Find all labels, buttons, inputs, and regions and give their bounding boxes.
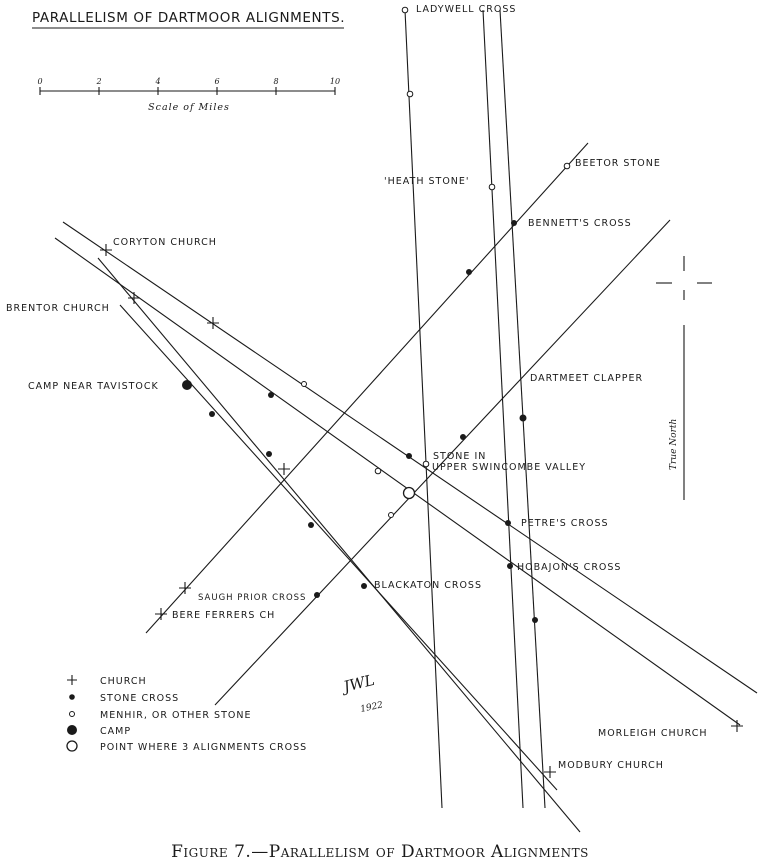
- church-icon: [100, 244, 112, 256]
- menhir-markers: [301, 6, 571, 518]
- menhir-icon: [374, 467, 382, 475]
- scale-tick-label: 8: [273, 77, 278, 86]
- alignment-line-coryton-modbury: [97, 257, 581, 833]
- stone-cross-icon: [314, 592, 320, 598]
- stone-cross-icon: [505, 520, 511, 526]
- church-icon: [207, 317, 219, 329]
- stone-cross-icon: [268, 392, 274, 398]
- scale-caption: Scale of Miles: [148, 102, 230, 113]
- camp-icon: [182, 380, 192, 390]
- stone-cross-icon: [266, 451, 272, 457]
- alignment-line-heath-stone: [482, 9, 524, 809]
- signature: JWL 1922: [339, 671, 385, 715]
- legend-stone-cross-icon: [69, 694, 75, 700]
- legend-crossing-label: POINT WHERE 3 ALIGNMENTS CROSS: [100, 742, 307, 753]
- label-coryton-church: CORYTON CHURCH: [113, 237, 217, 248]
- place-labels: LADYWELL CROSS BEETOR STONE 'HEATH STONE…: [6, 4, 708, 771]
- legend-camp-icon: [67, 725, 77, 735]
- map-title: PARALLELISM OF DARTMOOR ALIGNMENTS.: [32, 10, 345, 26]
- alignment-lines: [54, 9, 758, 833]
- label-upper-swincombe-valley: UPPER SWINCOMBE VALLEY: [432, 462, 586, 473]
- scale-bar: 0 2 4 6 8 10 Scale of Miles: [37, 77, 340, 113]
- alignment-line-bennetts: [499, 9, 546, 809]
- stone-cross-icon: [460, 434, 466, 440]
- label-modbury-church: MODBURY CHURCH: [558, 760, 664, 771]
- stone-cross-icon: [511, 220, 517, 226]
- figure-caption: Figure 7.—Parallelism of Dartmoor Alignm…: [171, 842, 589, 862]
- church-icon: [731, 720, 743, 732]
- scale-tick-label: 2: [95, 77, 101, 86]
- label-stone-in: STONE IN: [433, 451, 486, 462]
- menhir-icon: [388, 512, 394, 518]
- label-bennetts-cross: BENNETT'S CROSS: [528, 218, 632, 229]
- alignment-line-dartmeet: [214, 219, 671, 706]
- stone-cross-icon: [532, 617, 538, 623]
- label-beetor-stone: BEETOR STONE: [575, 158, 661, 169]
- menhir-icon: [301, 381, 307, 387]
- label-brentor-church: BRENTOR CHURCH: [6, 303, 110, 314]
- stone-cross-icon: [209, 411, 215, 417]
- legend-church-label: CHURCH: [100, 676, 147, 687]
- stone-cross-icon: [466, 269, 472, 275]
- menhir-icon: [401, 6, 409, 14]
- north-indicator: True North: [656, 256, 712, 500]
- menhir-icon: [563, 162, 571, 170]
- church-icon: [128, 292, 140, 304]
- label-heath-stone: 'HEATH STONE': [384, 176, 470, 187]
- stone-cross-icon: [406, 453, 412, 459]
- menhir-icon: [406, 90, 414, 98]
- label-camp-near-tavistock: CAMP NEAR TAVISTOCK: [28, 381, 159, 392]
- legend-menhir-label: MENHIR, OR OTHER STONE: [100, 710, 251, 721]
- scale-tick-label: 6: [214, 77, 219, 86]
- label-ladywell-cross: LADYWELL CROSS: [416, 4, 516, 15]
- legend-stone-cross-label: STONE CROSS: [100, 693, 179, 704]
- north-label: True North: [669, 419, 679, 470]
- church-icon: [278, 463, 290, 475]
- legend-church-icon: [67, 675, 77, 685]
- stone-cross-icon: [308, 522, 314, 528]
- scale-tick-label: 0: [37, 77, 42, 86]
- triple-crossing-icon: [402, 486, 416, 500]
- alignment-line-tavistock: [119, 304, 558, 791]
- stone-cross-markers: [209, 220, 538, 623]
- menhir-icon: [488, 183, 496, 191]
- scale-tick-label: 4: [154, 77, 160, 86]
- legend-crossing-icon: [66, 740, 78, 752]
- church-icon: [179, 582, 191, 594]
- signature-year: 1922: [360, 700, 385, 715]
- church-markers: [100, 244, 743, 778]
- label-hobajons-cross: HOBAJON'S CROSS: [517, 562, 621, 573]
- label-blackaton-cross: BLACKATON CROSS: [374, 580, 482, 591]
- stone-cross-icon: [519, 414, 527, 422]
- label-bere-ferrers-ch: BERE FERRERS CH: [172, 610, 275, 621]
- signature-initials: JWL: [339, 671, 377, 697]
- legend: CHURCH STONE CROSS MENHIR, OR OTHER STON…: [66, 675, 307, 753]
- legend-menhir-icon: [69, 711, 75, 717]
- stone-cross-icon: [507, 563, 513, 569]
- alignment-line-ladywell: [404, 9, 443, 809]
- label-petres-cross: PETRE'S CROSS: [521, 518, 609, 529]
- alignment-line-brentor-morleigh: [54, 237, 741, 726]
- legend-camp-label: CAMP: [100, 726, 131, 737]
- stone-cross-icon: [361, 583, 367, 589]
- scale-tick-label: 10: [330, 77, 340, 86]
- label-dartmeet-clapper: DARTMEET CLAPPER: [530, 373, 643, 384]
- label-morleigh-church: MORLEIGH CHURCH: [598, 728, 708, 739]
- label-saugh-prior-cross: SAUGH PRIOR CROSS: [198, 593, 306, 603]
- church-icon: [155, 608, 167, 620]
- church-icon: [544, 766, 556, 778]
- menhir-icon: [422, 460, 430, 468]
